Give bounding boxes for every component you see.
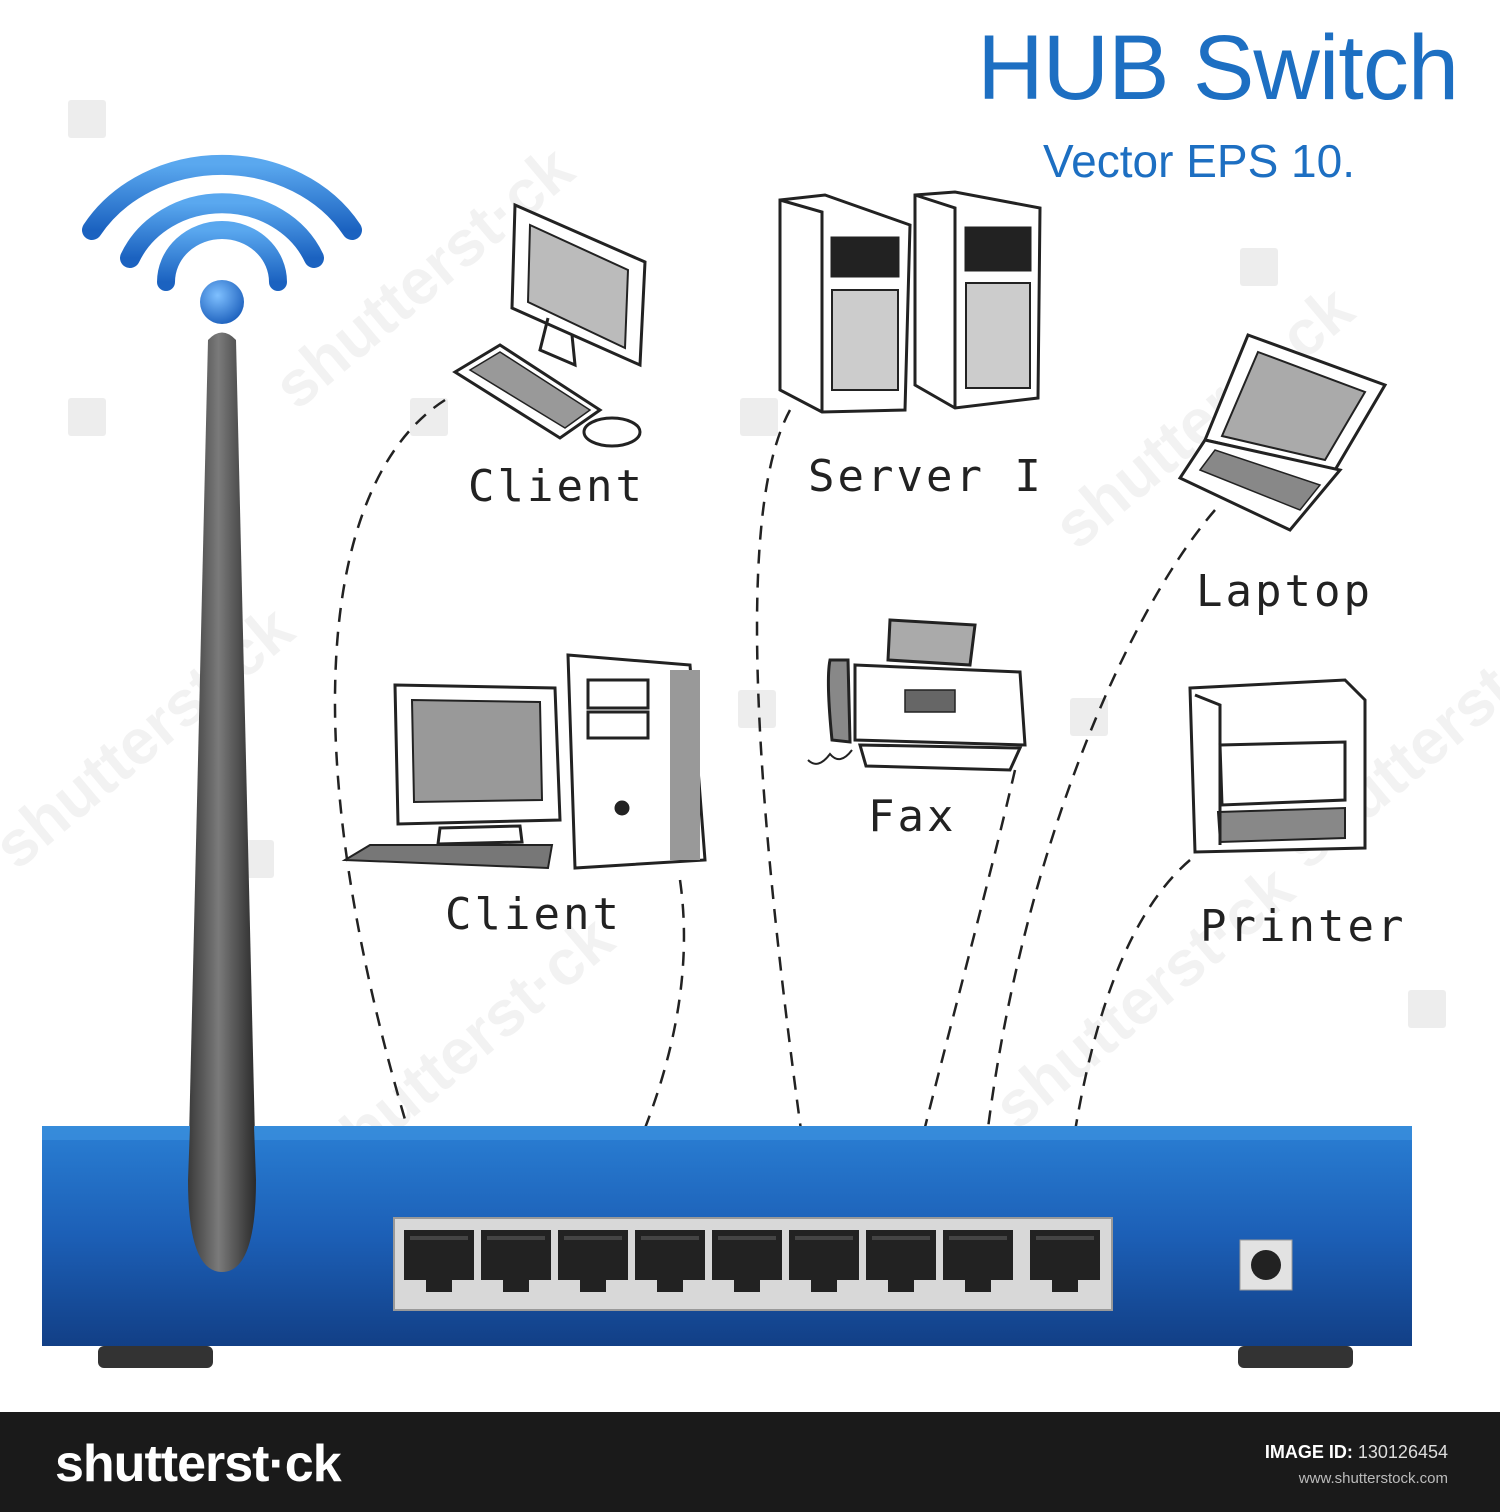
footer-bar: shutterst·ck IMAGE ID: 130126454 www.shu… xyxy=(0,1412,1500,1512)
ethernet-port-icon xyxy=(712,1230,782,1292)
link-client-top xyxy=(333,398,446,1231)
watermark-mark xyxy=(740,398,778,436)
laptop-icon xyxy=(1177,333,1388,532)
page-title: HUB Switch xyxy=(977,17,1459,119)
footer-site: www.shutterstock.com xyxy=(1298,1470,1448,1487)
watermark-mark xyxy=(410,398,448,436)
label-client-bottom: Client xyxy=(445,889,622,940)
label-fax: Fax xyxy=(868,791,957,842)
link-server xyxy=(755,409,817,1231)
label-server: Server I xyxy=(808,451,1044,502)
wifi-dot xyxy=(200,280,244,324)
image-id: IMAGE ID: 130126454 xyxy=(1265,1442,1448,1463)
desktop-computer-icon xyxy=(452,202,647,448)
footer-brand: shutterst·ck xyxy=(55,1435,342,1493)
label-laptop: Laptop xyxy=(1196,566,1373,617)
ethernet-port-icon xyxy=(1030,1230,1100,1292)
watermark-mark xyxy=(1408,990,1446,1028)
link-client-bottom xyxy=(596,879,686,1231)
watermark-mark xyxy=(68,100,106,138)
ethernet-port-icon xyxy=(789,1230,859,1292)
image-id-value: 130126454 xyxy=(1357,1442,1448,1462)
page-subtitle: Vector EPS 10. xyxy=(1043,135,1355,187)
ethernet-port-icon xyxy=(481,1230,551,1292)
printer-icon xyxy=(1188,678,1367,854)
ethernet-port-icon xyxy=(635,1230,705,1292)
fax-machine-icon xyxy=(807,618,1027,772)
link-laptop xyxy=(976,509,1216,1231)
watermark-mark xyxy=(738,690,776,728)
watermark-mark xyxy=(1240,248,1278,286)
image-id-label: IMAGE ID: xyxy=(1264,1442,1353,1462)
desktop-tower-icon xyxy=(341,653,707,870)
diagram-graphics xyxy=(42,154,1412,1368)
ethernet-port-icon xyxy=(558,1230,628,1292)
ethernet-port-icon xyxy=(943,1230,1013,1292)
ethernet-port-icon xyxy=(866,1230,936,1292)
server-tower-icon xyxy=(778,190,1042,414)
label-printer: Printer xyxy=(1200,901,1407,952)
ethernet-ports xyxy=(404,1230,1100,1292)
ethernet-port-icon xyxy=(404,1230,474,1292)
label-client-top: Client xyxy=(468,461,645,512)
wifi-icon xyxy=(82,154,362,291)
watermark-mark xyxy=(68,398,106,436)
power-jack-icon xyxy=(1251,1250,1281,1280)
